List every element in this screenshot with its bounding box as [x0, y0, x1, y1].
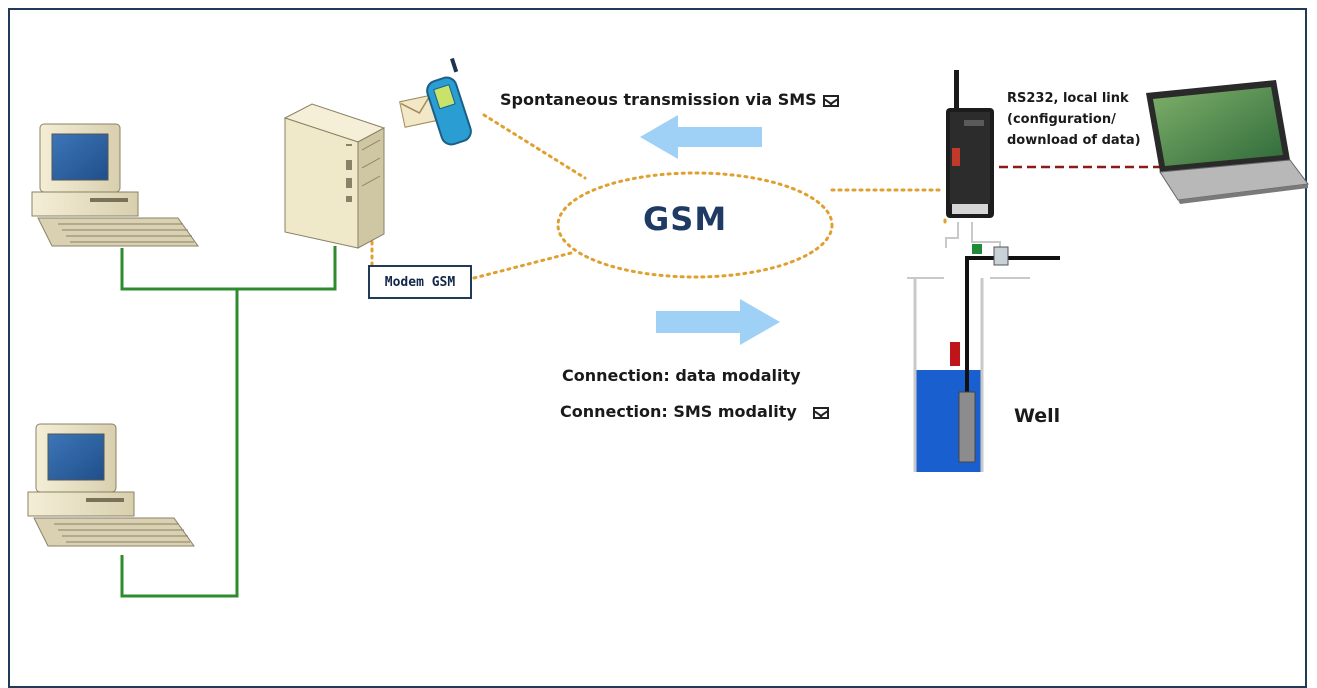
arrow-left — [640, 115, 762, 159]
desktop-computer-icon — [27, 423, 195, 547]
gsm-label: GSM — [643, 200, 728, 238]
spontaneous-sms-label: Spontaneous transmission via SMS — [500, 90, 839, 109]
desktop-computer-icon — [31, 123, 199, 247]
well-probe-icon — [907, 222, 1060, 472]
envelope-icon — [822, 94, 839, 107]
diagram-canvas: Spontaneous transmission via SMS GSM Mod… — [0, 0, 1317, 663]
server-tower-icon — [283, 103, 386, 249]
gsm-datalogger-icon — [946, 70, 994, 218]
spontaneous-sms-text: Spontaneous transmission via SMS — [500, 90, 817, 109]
envelope-icon — [812, 406, 829, 419]
rs232-line-1: RS232, local link — [1007, 91, 1129, 106]
mobile-phone-sms-icon — [399, 57, 472, 146]
rs232-line-2: (configuration/ — [1007, 112, 1116, 127]
gsm-dotted-links — [370, 113, 947, 280]
diagram-graphics — [27, 57, 1309, 598]
rs232-line-3: download of data) — [1007, 133, 1141, 148]
connection-sms-label: Connection: SMS modality — [560, 402, 829, 421]
well-label: Well — [1014, 405, 1061, 427]
laptop-icon — [1146, 80, 1309, 204]
connection-data-label: Connection: data modality — [562, 366, 801, 385]
rs232-label: RS232, local link (configuration/ downlo… — [1007, 88, 1141, 151]
lan-cabling — [120, 246, 337, 598]
modem-gsm-label: Modem GSM — [368, 265, 472, 299]
arrow-right — [656, 299, 780, 345]
connection-sms-text: Connection: SMS modality — [560, 402, 797, 421]
